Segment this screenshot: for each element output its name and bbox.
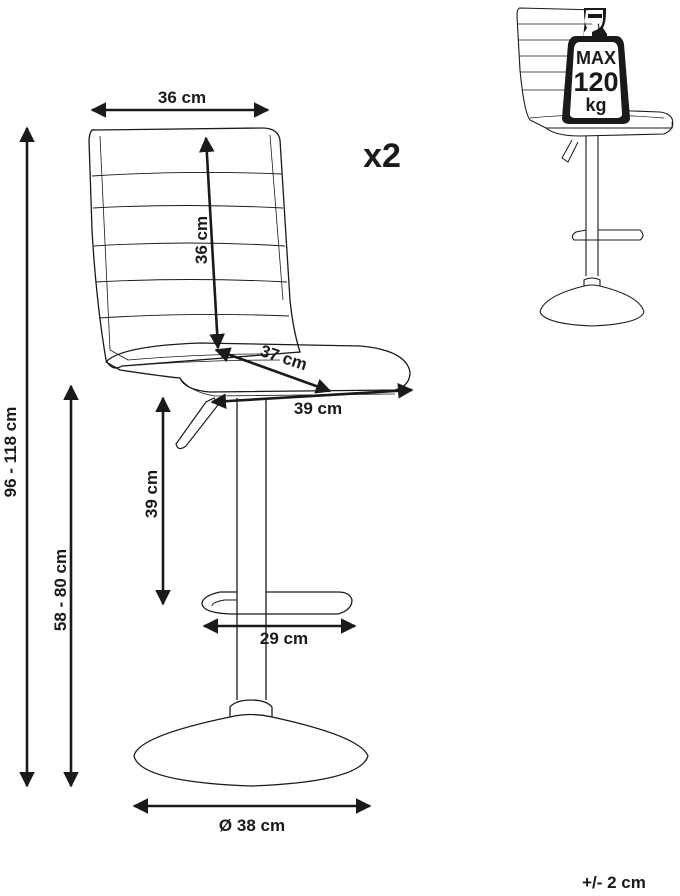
tolerance-note: +/- 2 cm (582, 873, 646, 892)
main-stool-drawing (88, 127, 411, 787)
label-base-diameter: Ø 38 cm (219, 816, 285, 835)
quantity-label: x2 (363, 137, 401, 175)
label-back-width: 36 cm (158, 88, 206, 107)
seat (104, 342, 411, 393)
footrest-ring (201, 591, 353, 615)
max-load-line1: MAX (576, 48, 616, 68)
base-dome (133, 713, 369, 757)
gas-lever (175, 397, 219, 450)
label-seat-width: 39 cm (294, 399, 342, 418)
max-load-line3: kg (585, 95, 606, 115)
label-seat-height: 58 - 80 cm (51, 549, 70, 631)
max-load-weight-icon: MAX 120 kg (562, 8, 630, 124)
label-footrest-width: 29 cm (260, 629, 308, 648)
backrest-ribs (91, 171, 290, 319)
max-load-line2: 120 (573, 67, 618, 97)
label-total-height: 96 - 118 cm (1, 407, 20, 498)
label-seat-depth: 37 cm (258, 341, 310, 374)
dimension-lines (19, 102, 414, 814)
label-seat-to-footrest: 39 cm (142, 470, 161, 518)
label-back-height: 36 cm (192, 216, 211, 264)
backrest (88, 127, 301, 369)
